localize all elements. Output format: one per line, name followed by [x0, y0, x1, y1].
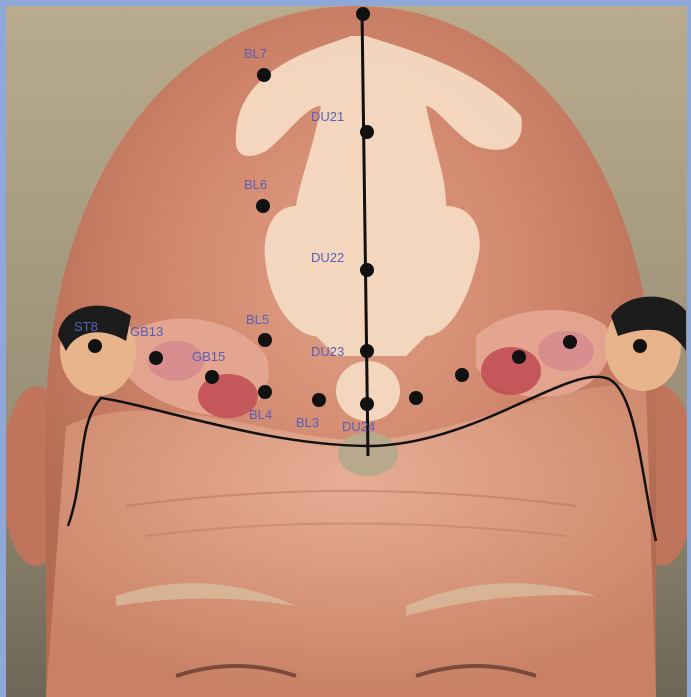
label-du21: DU21 [311, 109, 344, 124]
dot-bl4 [258, 385, 272, 399]
dot-st8-right [633, 339, 647, 353]
dot-du22 [360, 263, 374, 277]
label-bl5: BL5 [246, 312, 269, 327]
vertex-dot [356, 7, 370, 21]
label-du24: DU24 [342, 419, 375, 434]
dot-bl4-right [455, 368, 469, 382]
dot-du21 [360, 125, 374, 139]
label-du23: DU23 [311, 344, 344, 359]
label-bl3: BL3 [296, 415, 319, 430]
dot-bl5 [258, 333, 272, 347]
dot-bl3 [312, 393, 326, 407]
acupoint-diagram: BL7 DU21 BL6 DU22 BL5 DU23 ST8 GB13 GB15… [6, 6, 687, 697]
label-st8: ST8 [74, 319, 98, 334]
label-gb13: GB13 [130, 324, 163, 339]
dot-bl6 [256, 199, 270, 213]
dot-st8 [88, 339, 102, 353]
label-bl7: BL7 [244, 46, 267, 61]
dot-gb13-right [563, 335, 577, 349]
label-du22: DU22 [311, 250, 344, 265]
dot-du23 [360, 344, 374, 358]
dot-bl7 [257, 68, 271, 82]
label-bl6: BL6 [244, 177, 267, 192]
dot-gb15-right [512, 350, 526, 364]
dot-bl3-right [409, 391, 423, 405]
dot-gb15 [205, 370, 219, 384]
dot-du24 [360, 397, 374, 411]
scalp-photo: BL7 DU21 BL6 DU22 BL5 DU23 ST8 GB13 GB15… [6, 6, 687, 697]
label-gb15: GB15 [192, 349, 225, 364]
label-bl4: BL4 [249, 407, 272, 422]
dot-gb13 [149, 351, 163, 365]
